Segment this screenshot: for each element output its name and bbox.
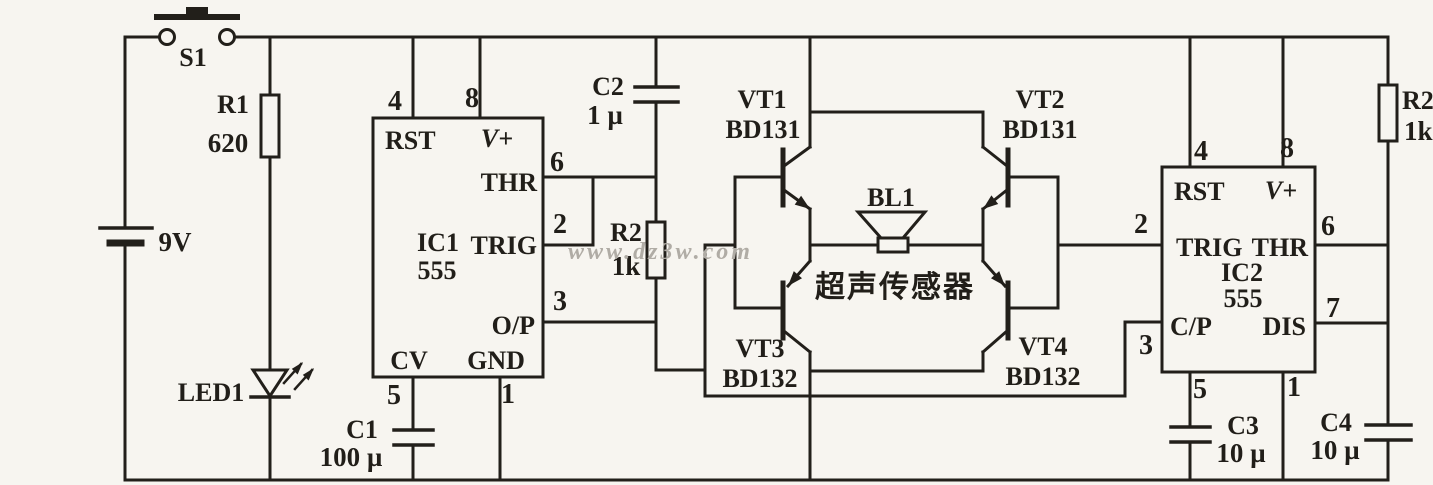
capacitor-c3-symbol [1169,425,1212,444]
circuit-wires [123,35,1390,482]
ic2-cp-label: C/P [1170,312,1212,341]
ic2-vplus-label: V+ [1265,176,1297,205]
ic1-thr-label: THR [481,168,538,197]
ic2-pin4-number: 4 [1194,136,1208,167]
bl1-label: BL1 [867,183,915,212]
ic2-thr-label: THR [1252,233,1309,262]
ic1-box [371,116,545,379]
ic2-box [1160,165,1317,374]
ic2-pin2-number: 2 [1134,209,1148,240]
resistor-r2-mid-symbol [645,220,667,280]
ic2-pin8-number: 8 [1280,133,1294,164]
ic2-pin5-number: 5 [1193,374,1207,405]
vt2-part: BD131 [1002,115,1077,144]
vt3-label: VT3 [735,334,784,363]
ic1-pin2-number: 2 [553,209,567,240]
ic2-pin3-number: 3 [1139,330,1153,361]
resistor-r2-right-symbol [1377,83,1399,143]
ic1-vplus-label: V+ [481,124,513,153]
vt3-part: BD132 [722,364,797,393]
capacitor-c1-symbol [392,428,435,447]
ic1-part: 555 [418,256,457,285]
ic1-pin4-number: 4 [388,86,402,117]
ic2-pin1-number: 1 [1287,372,1301,403]
watermark: www.dz3w.com [568,239,753,265]
led1-label: LED1 [178,378,244,407]
speaker-bl1-symbol [854,210,929,254]
ic1-pin1-number: 1 [501,379,515,410]
c4-value: 10 µ [1310,435,1360,465]
ic2-part: 555 [1224,284,1263,313]
battery-symbol [98,226,154,247]
ic1-pin3-number: 3 [553,286,567,317]
vt4-part: BD132 [1005,362,1080,391]
ic1-op-label: O/P [492,311,535,340]
c4-label: C4 [1320,408,1352,437]
resistor-r1-symbol [259,93,281,159]
ic1-pin5-number: 5 [387,380,401,411]
r2-right-label: R2 [1402,86,1433,115]
c2-label: C2 [592,72,624,101]
battery-voltage: 9V [159,227,193,257]
vt4-label: VT4 [1018,332,1067,361]
ic2-name: IC2 [1221,258,1263,287]
ic2-pin6-number: 6 [1321,211,1335,242]
ic1-rst-label: RST [385,126,436,155]
vt1-part: BD131 [725,115,800,144]
transistor-vt3-symbol [780,271,802,341]
bl1-caption: 超声传感器 [815,271,975,304]
c1-label: C1 [346,415,378,444]
s1-label: S1 [179,43,206,72]
transistor-vt4-symbol [991,271,1011,341]
ic1-pin8-number: 8 [465,83,479,114]
ic1-name: IC1 [417,228,459,257]
transistor-vt2-symbol [983,147,1011,209]
capacitor-c2-symbol [633,85,680,104]
ic2-dis-label: DIS [1263,312,1306,341]
c3-label: C3 [1227,411,1259,440]
capacitor-c4-symbol [1364,423,1413,442]
ic2-pin7-number: 7 [1326,293,1340,324]
vt1-label: VT1 [737,85,786,114]
c2-value: 1 µ [587,100,623,130]
led1-symbol [249,362,314,399]
c3-value: 10 µ [1216,438,1266,468]
r2-mid-value: 1k [612,251,641,281]
r1-label: R1 [217,90,249,119]
switch-s1 [154,7,240,46]
r2-right-value: 1k [1404,116,1433,146]
c1-value: 100 µ [320,442,383,472]
vt2-label: VT2 [1015,85,1064,114]
ic1-trig-label: TRIG [471,231,537,260]
r2-mid-label: R2 [610,218,642,247]
ic2-rst-label: RST [1174,177,1225,206]
ic1-cv-label: CV [390,346,428,375]
ic1-pin6-number: 6 [550,147,564,178]
ic2-trig-label: TRIG [1176,233,1242,262]
transistor-vt1-symbol [780,147,810,209]
ic1-gnd-label: GND [467,346,525,375]
r1-value: 620 [208,128,249,158]
